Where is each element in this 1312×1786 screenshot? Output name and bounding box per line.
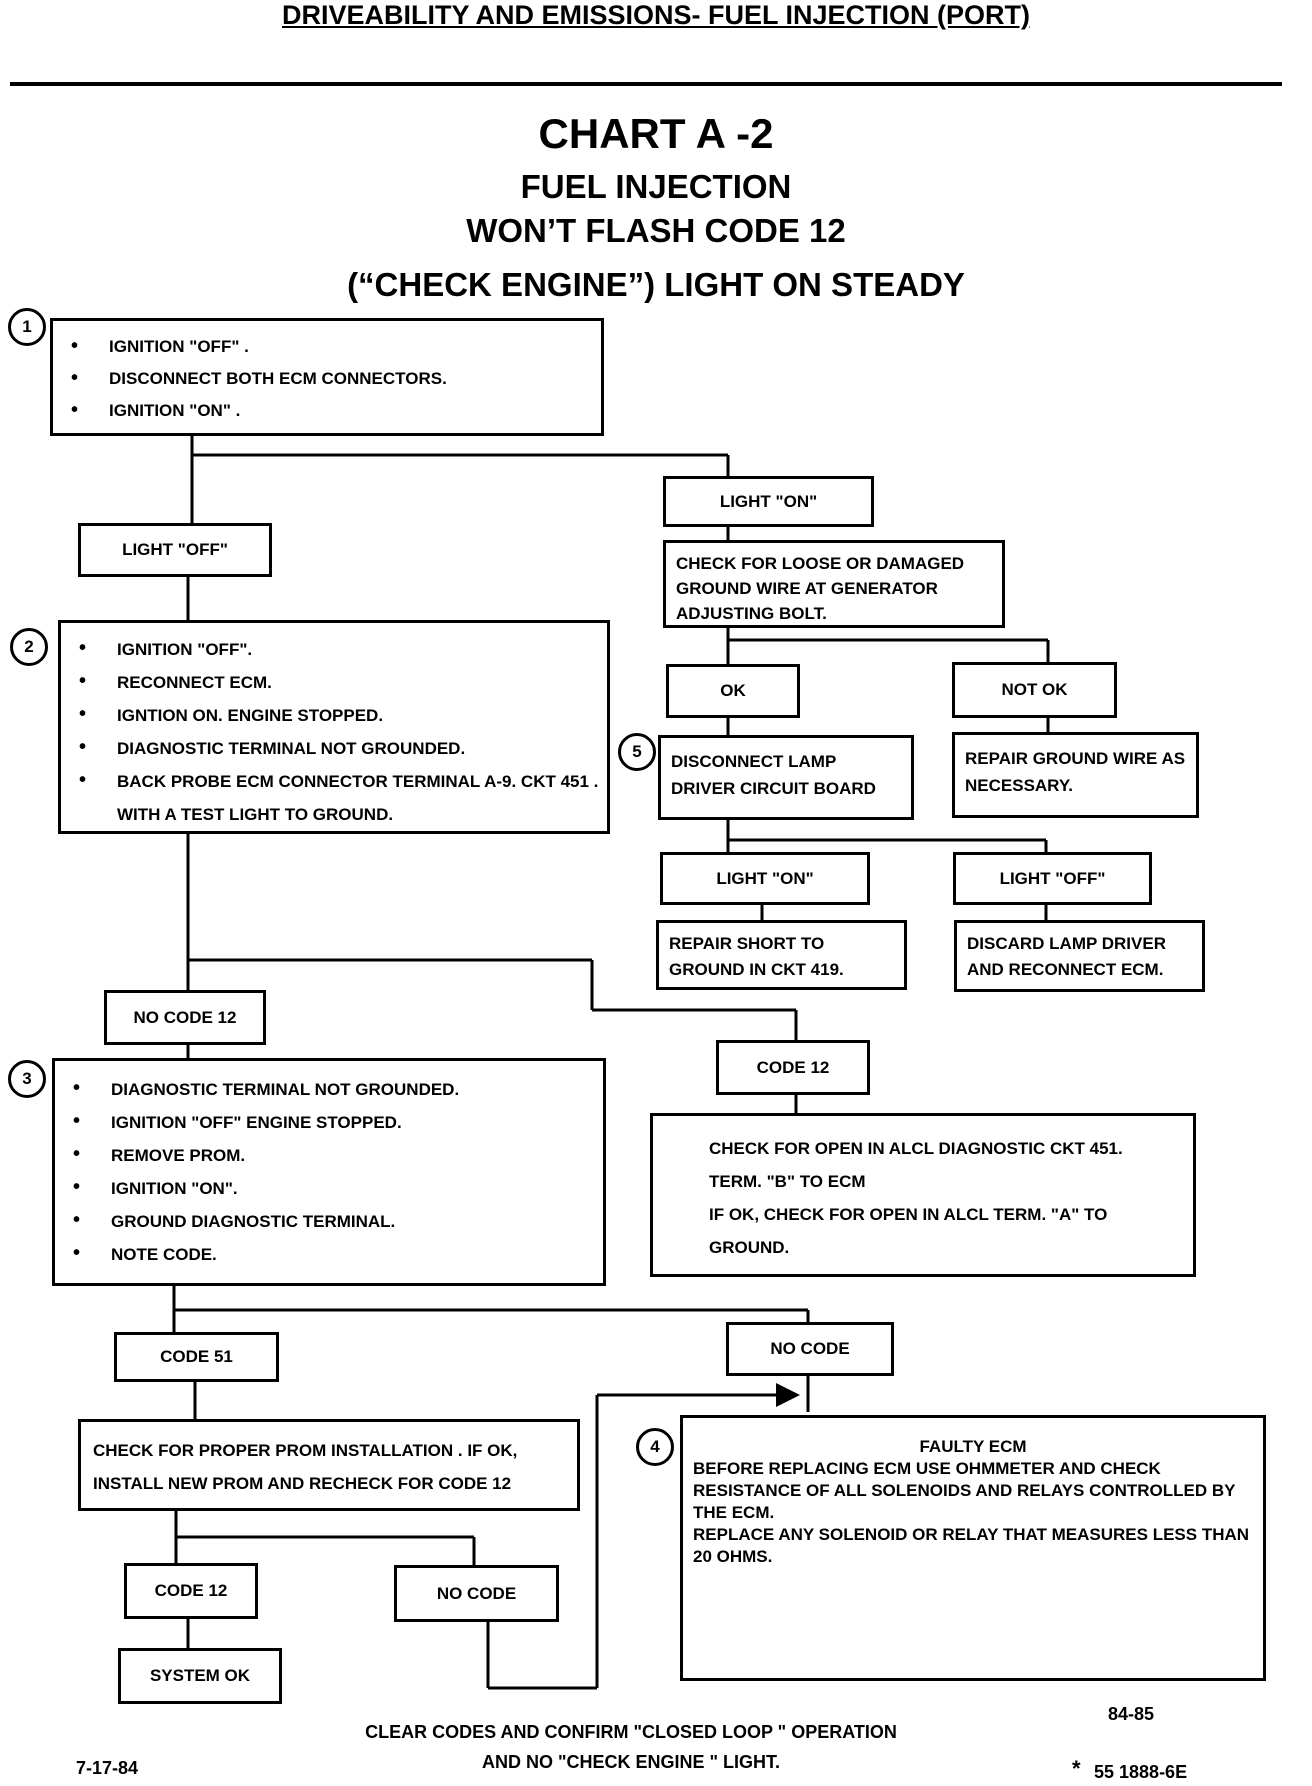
alcl-line-2: TERM. "B" TO ECM [709, 1172, 866, 1191]
step-2-item: RECONNECT ECM. [69, 666, 599, 699]
system-ok-box: SYSTEM OK [118, 1648, 282, 1704]
chart-title: CHART A -2 [538, 110, 774, 157]
not-ok-box: NOT OK [952, 662, 1117, 718]
step-3-item: DIAGNOSTIC TERMINAL NOT GROUNDED. [63, 1073, 595, 1106]
alcl-line-1: CHECK FOR OPEN IN ALCL DIAGNOSTIC CKT 45… [709, 1139, 1123, 1158]
no-code-box: NO CODE [726, 1322, 894, 1376]
step-1-marker: 1 [8, 308, 46, 346]
code-12-box: CODE 12 [716, 1040, 870, 1095]
step-1-item: DISCONNECT BOTH ECM CONNECTORS. [61, 363, 593, 395]
lamp-light-on-box: LIGHT "ON" [660, 852, 870, 905]
faulty-ecm-title: FAULTY ECM [919, 1437, 1027, 1456]
no-code-result-box: NO CODE [394, 1565, 559, 1622]
prom-line-1: CHECK FOR PROPER PROM INSTALLATION . IF … [93, 1441, 518, 1460]
step-2-item: IGNITION "OFF". [69, 633, 599, 666]
code-51-box: CODE 51 [114, 1332, 279, 1382]
alcl-check-box: CHECK FOR OPEN IN ALCL DIAGNOSTIC CKT 45… [650, 1113, 1196, 1277]
step-1-item: IGNITION "OFF" . [61, 331, 593, 363]
step-3-marker: 3 [8, 1060, 46, 1098]
repair-ground-wire-box: REPAIR GROUND WIRE AS NECESSARY. [952, 732, 1199, 818]
step-5-marker: 5 [618, 733, 656, 771]
step-2-item: DIAGNOSTIC TERMINAL NOT GROUNDED. [69, 732, 599, 765]
chart-subtitle-2: WON’T FLASH CODE 12 [466, 212, 846, 249]
alcl-line-4: GROUND. [709, 1238, 790, 1257]
alcl-line-3: IF OK, CHECK FOR OPEN IN ALCL TERM. "A" … [709, 1205, 1108, 1224]
step-2-box: IGNITION "OFF". RECONNECT ECM. IGNTION O… [58, 620, 610, 834]
light-on-box: LIGHT "ON" [663, 476, 874, 527]
ok-box: OK [666, 664, 800, 718]
disconnect-lamp-driver-box: DISCONNECT LAMP DRIVER CIRCUIT BOARD [658, 735, 914, 820]
step-3-item: REMOVE PROM. [63, 1139, 595, 1172]
discard-lamp-driver-box: DISCARD LAMP DRIVER AND RECONNECT ECM. [954, 920, 1205, 992]
prom-check-box: CHECK FOR PROPER PROM INSTALLATION . IF … [78, 1419, 580, 1511]
code-12-result-box: CODE 12 [124, 1563, 258, 1619]
chart-subtitle-3: (“CHECK ENGINE”) LIGHT ON STEADY [347, 266, 965, 303]
step-2-item: IGNTION ON. ENGINE STOPPED. [69, 699, 599, 732]
step-3-item: NOTE CODE. [63, 1238, 595, 1271]
chart-subtitle-1: FUEL INJECTION [520, 168, 792, 205]
prom-line-2: INSTALL NEW PROM AND RECHECK FOR CODE 12 [93, 1474, 512, 1493]
step-3-item: GROUND DIAGNOSTIC TERMINAL. [63, 1205, 595, 1238]
step-3-item: IGNITION "OFF" ENGINE STOPPED. [63, 1106, 595, 1139]
step-3-item: IGNITION "ON". [63, 1172, 595, 1205]
header-rule [10, 82, 1282, 86]
step-2-marker: 2 [10, 628, 48, 666]
page-header: DRIVEABILITY AND EMISSIONS- FUEL INJECTI… [281, 0, 1031, 30]
asterisk-icon: * [1072, 1756, 1081, 1781]
check-ground-wire-box: CHECK FOR LOOSE OR DAMAGED GROUND WIRE A… [663, 540, 1005, 628]
footer-model-year: 84-85 [1108, 1704, 1155, 1724]
step-4-marker: 4 [636, 1428, 674, 1466]
step-1-item: IGNITION "ON" . [61, 395, 593, 427]
light-off-box: LIGHT "OFF" [78, 523, 272, 577]
faulty-ecm-body: BEFORE REPLACING ECM USE OHMMETER AND CH… [693, 1459, 1250, 1566]
footer-line-2: AND NO "CHECK ENGINE " LIGHT. [481, 1752, 781, 1772]
footer-date: 7-17-84 [76, 1758, 139, 1778]
step-3-box: DIAGNOSTIC TERMINAL NOT GROUNDED. IGNITI… [52, 1058, 606, 1286]
step-2-item: BACK PROBE ECM CONNECTOR TERMINAL A-9. C… [69, 765, 599, 831]
footer-doc-number: 55 1888-6E [1094, 1762, 1188, 1782]
repair-short-box: REPAIR SHORT TO GROUND IN CKT 419. [656, 920, 907, 990]
footer-line-1: CLEAR CODES AND CONFIRM "CLOSED LOOP " O… [365, 1722, 897, 1742]
no-code-12-box: NO CODE 12 [104, 990, 266, 1045]
step-1-box: IGNITION "OFF" . DISCONNECT BOTH ECM CON… [50, 318, 604, 436]
faulty-ecm-box: FAULTY ECM BEFORE REPLACING ECM USE OHMM… [680, 1415, 1266, 1681]
lamp-light-off-box: LIGHT "OFF" [953, 852, 1152, 905]
